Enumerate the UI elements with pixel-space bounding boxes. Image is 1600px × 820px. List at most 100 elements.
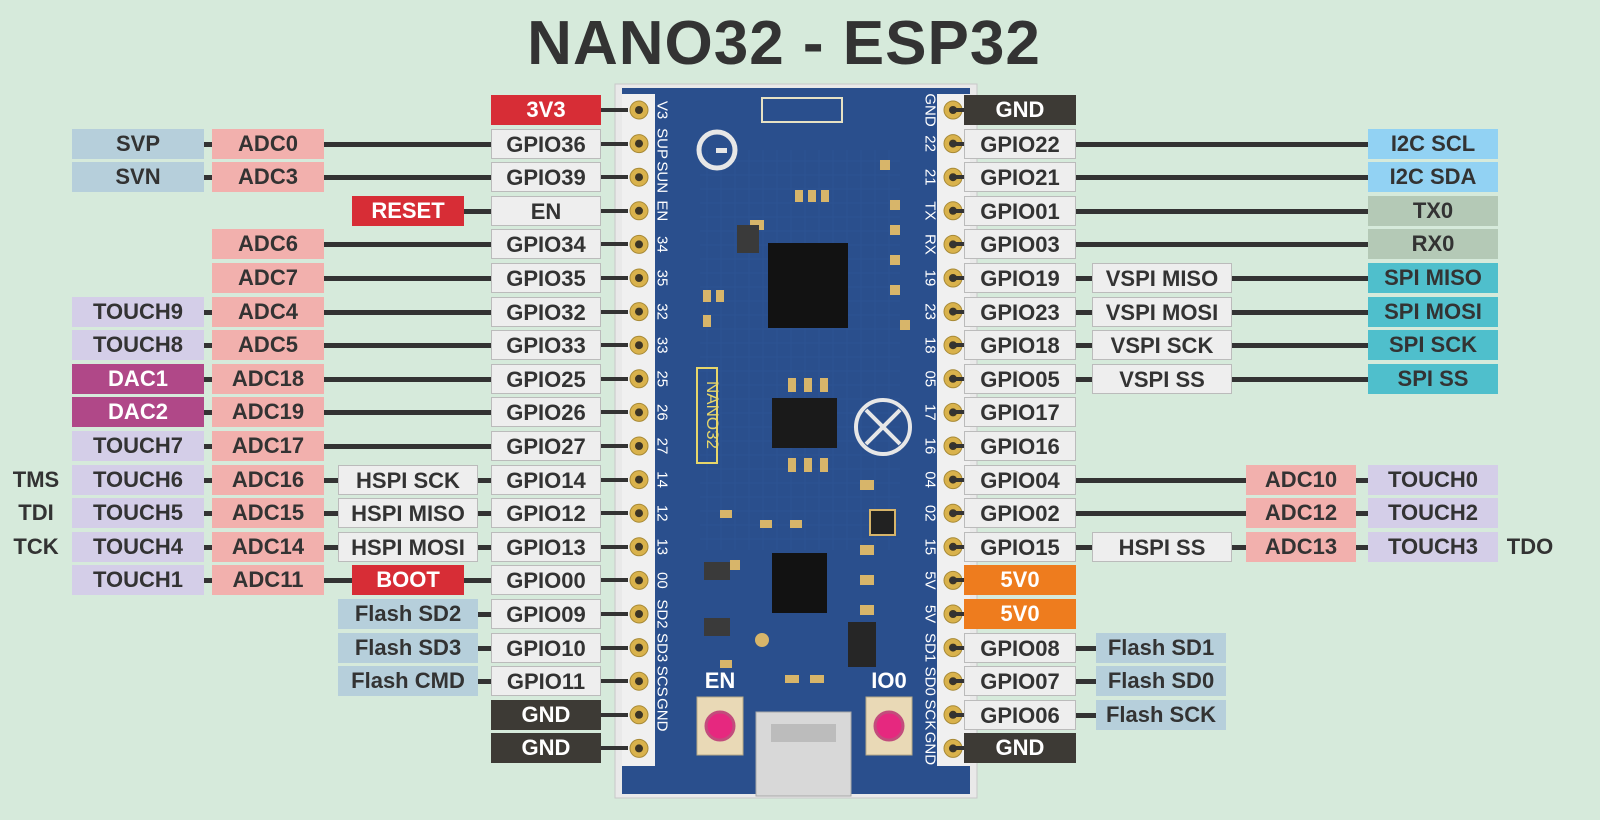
connector-line — [1076, 544, 1092, 550]
pin-lead — [601, 410, 628, 415]
silkscreen-pin-label: 18 — [922, 337, 939, 354]
silkscreen-pin-label: TX — [922, 201, 939, 220]
connector-line — [324, 175, 491, 181]
pin-gpio39-left: GPIO39 — [491, 162, 601, 193]
label-spi-ss: SPI SS — [1368, 363, 1498, 394]
label-vspi-miso: VSPI MISO — [1092, 263, 1232, 293]
pin-hole — [629, 638, 649, 658]
pin-gpio15-right: GPIO15 — [964, 531, 1076, 562]
pin-gpio36-left: GPIO36 — [491, 128, 601, 159]
label-boot: BOOT — [352, 565, 464, 596]
connector-line — [1076, 712, 1096, 718]
page-title: NANO32 - ESP32 — [527, 9, 1041, 78]
silkscreen-pin-label: 23 — [922, 303, 939, 320]
label-adc16: ADC16 — [212, 464, 324, 495]
connector-line — [464, 578, 491, 584]
pin-hole — [629, 369, 649, 389]
pin-lead — [601, 208, 628, 213]
diode — [848, 622, 876, 667]
pin-gpio12-left: GPIO12 — [491, 498, 601, 529]
pin-gpio00-left: GPIO00 — [491, 565, 601, 596]
pin-gnd-right: GND — [964, 95, 1076, 125]
label-i2c-sda: I2C SDA — [1368, 162, 1498, 193]
pin-gpio27-left: GPIO27 — [491, 431, 601, 461]
silkscreen-pin-label: 21 — [922, 169, 939, 186]
silkscreen-pin-label: 15 — [922, 538, 939, 555]
silkscreen-pin-label: 17 — [922, 404, 939, 421]
pin-gpio18-right: GPIO18 — [964, 330, 1076, 361]
silkscreen-pin-label: 02 — [922, 505, 939, 522]
pin-gpio11-left: GPIO11 — [491, 666, 601, 697]
connector-line — [324, 343, 491, 349]
label-touch3: TOUCH3 — [1368, 531, 1498, 562]
label-vspi-ss: VSPI SS — [1092, 363, 1232, 394]
antenna-label-block — [761, 97, 843, 123]
silkscreen-pin-label: 35 — [654, 270, 671, 287]
pin-gpio21-right: GPIO21 — [964, 162, 1076, 193]
connector-line — [324, 141, 491, 147]
connector-line — [324, 444, 491, 449]
label-flash-cmd: Flash CMD — [338, 666, 478, 697]
pin-hole — [629, 201, 649, 221]
pin-gpio19-right: GPIO19 — [964, 263, 1076, 293]
jtag-label-tms: TMS — [12, 466, 60, 492]
left-header-strip — [622, 94, 655, 766]
label-svp: SVP — [72, 128, 204, 159]
label-tx0: TX0 — [1368, 195, 1498, 226]
pin-gpio02-right: GPIO02 — [964, 498, 1076, 529]
pin-lead — [950, 746, 964, 751]
connector-line — [478, 679, 491, 685]
label-flash-sd1: Flash SD1 — [1096, 632, 1226, 663]
silkscreen-pin-label: 25 — [654, 370, 671, 387]
pin-lead — [950, 612, 964, 616]
silkscreen-pin-label: SD1 — [922, 633, 939, 662]
connector-line — [478, 511, 491, 517]
connector-line — [204, 410, 212, 416]
pin-hole — [629, 470, 649, 490]
silkscreen-pin-label: SD0 — [922, 667, 939, 696]
connector-line — [1076, 141, 1368, 147]
sot-transistors — [704, 225, 759, 636]
connector-line — [1076, 276, 1092, 281]
connector-line — [324, 309, 491, 315]
label-hspi-sck: HSPI SCK — [338, 464, 478, 495]
pin-5v0-right: 5V0 — [964, 599, 1076, 629]
flash-chip — [772, 398, 837, 448]
pin-gpio13-left: GPIO13 — [491, 531, 601, 562]
pin-lead — [601, 141, 628, 146]
pin-lead — [601, 108, 628, 112]
logo-icon — [696, 129, 738, 171]
pin-lead — [601, 477, 628, 482]
silkscreen-pin-label: 16 — [922, 438, 939, 455]
connector-line — [1232, 544, 1246, 550]
pin-hole — [629, 302, 649, 322]
pin-lead — [950, 645, 964, 650]
connector-line — [324, 376, 491, 382]
pin-gpio22-right: GPIO22 — [964, 128, 1076, 159]
connector-line — [204, 477, 212, 483]
pin-lead — [950, 208, 964, 213]
pin-lead — [950, 712, 964, 717]
pin-gpio25-left: GPIO25 — [491, 363, 601, 394]
connector-line — [1076, 242, 1368, 248]
label-touch5: TOUCH5 — [72, 498, 204, 529]
label-i2c-scl: I2C SCL — [1368, 128, 1498, 159]
silkscreen-pin-label: 00 — [654, 572, 671, 589]
pin-gpio01-right: GPIO01 — [964, 195, 1076, 226]
pin-gpio10-left: GPIO10 — [491, 632, 601, 663]
connector-line — [1076, 511, 1246, 517]
label-touch4: TOUCH4 — [72, 531, 204, 562]
pin-hole — [629, 671, 649, 691]
label-adc13: ADC13 — [1246, 531, 1356, 562]
silkscreen-pin-label: SD2 — [654, 599, 671, 628]
pin-lead — [950, 309, 964, 314]
pin-lead — [950, 578, 964, 583]
silkscreen-pin-label: SCK — [922, 699, 939, 730]
pin-hole — [629, 503, 649, 523]
silkscreen-pin-label: SUN — [654, 161, 671, 193]
pin-lead — [950, 343, 964, 348]
connector-line — [1356, 544, 1368, 550]
label-dac2: DAC2 — [72, 397, 204, 428]
pin-lead — [601, 511, 628, 516]
label-touch9: TOUCH9 — [72, 296, 204, 327]
